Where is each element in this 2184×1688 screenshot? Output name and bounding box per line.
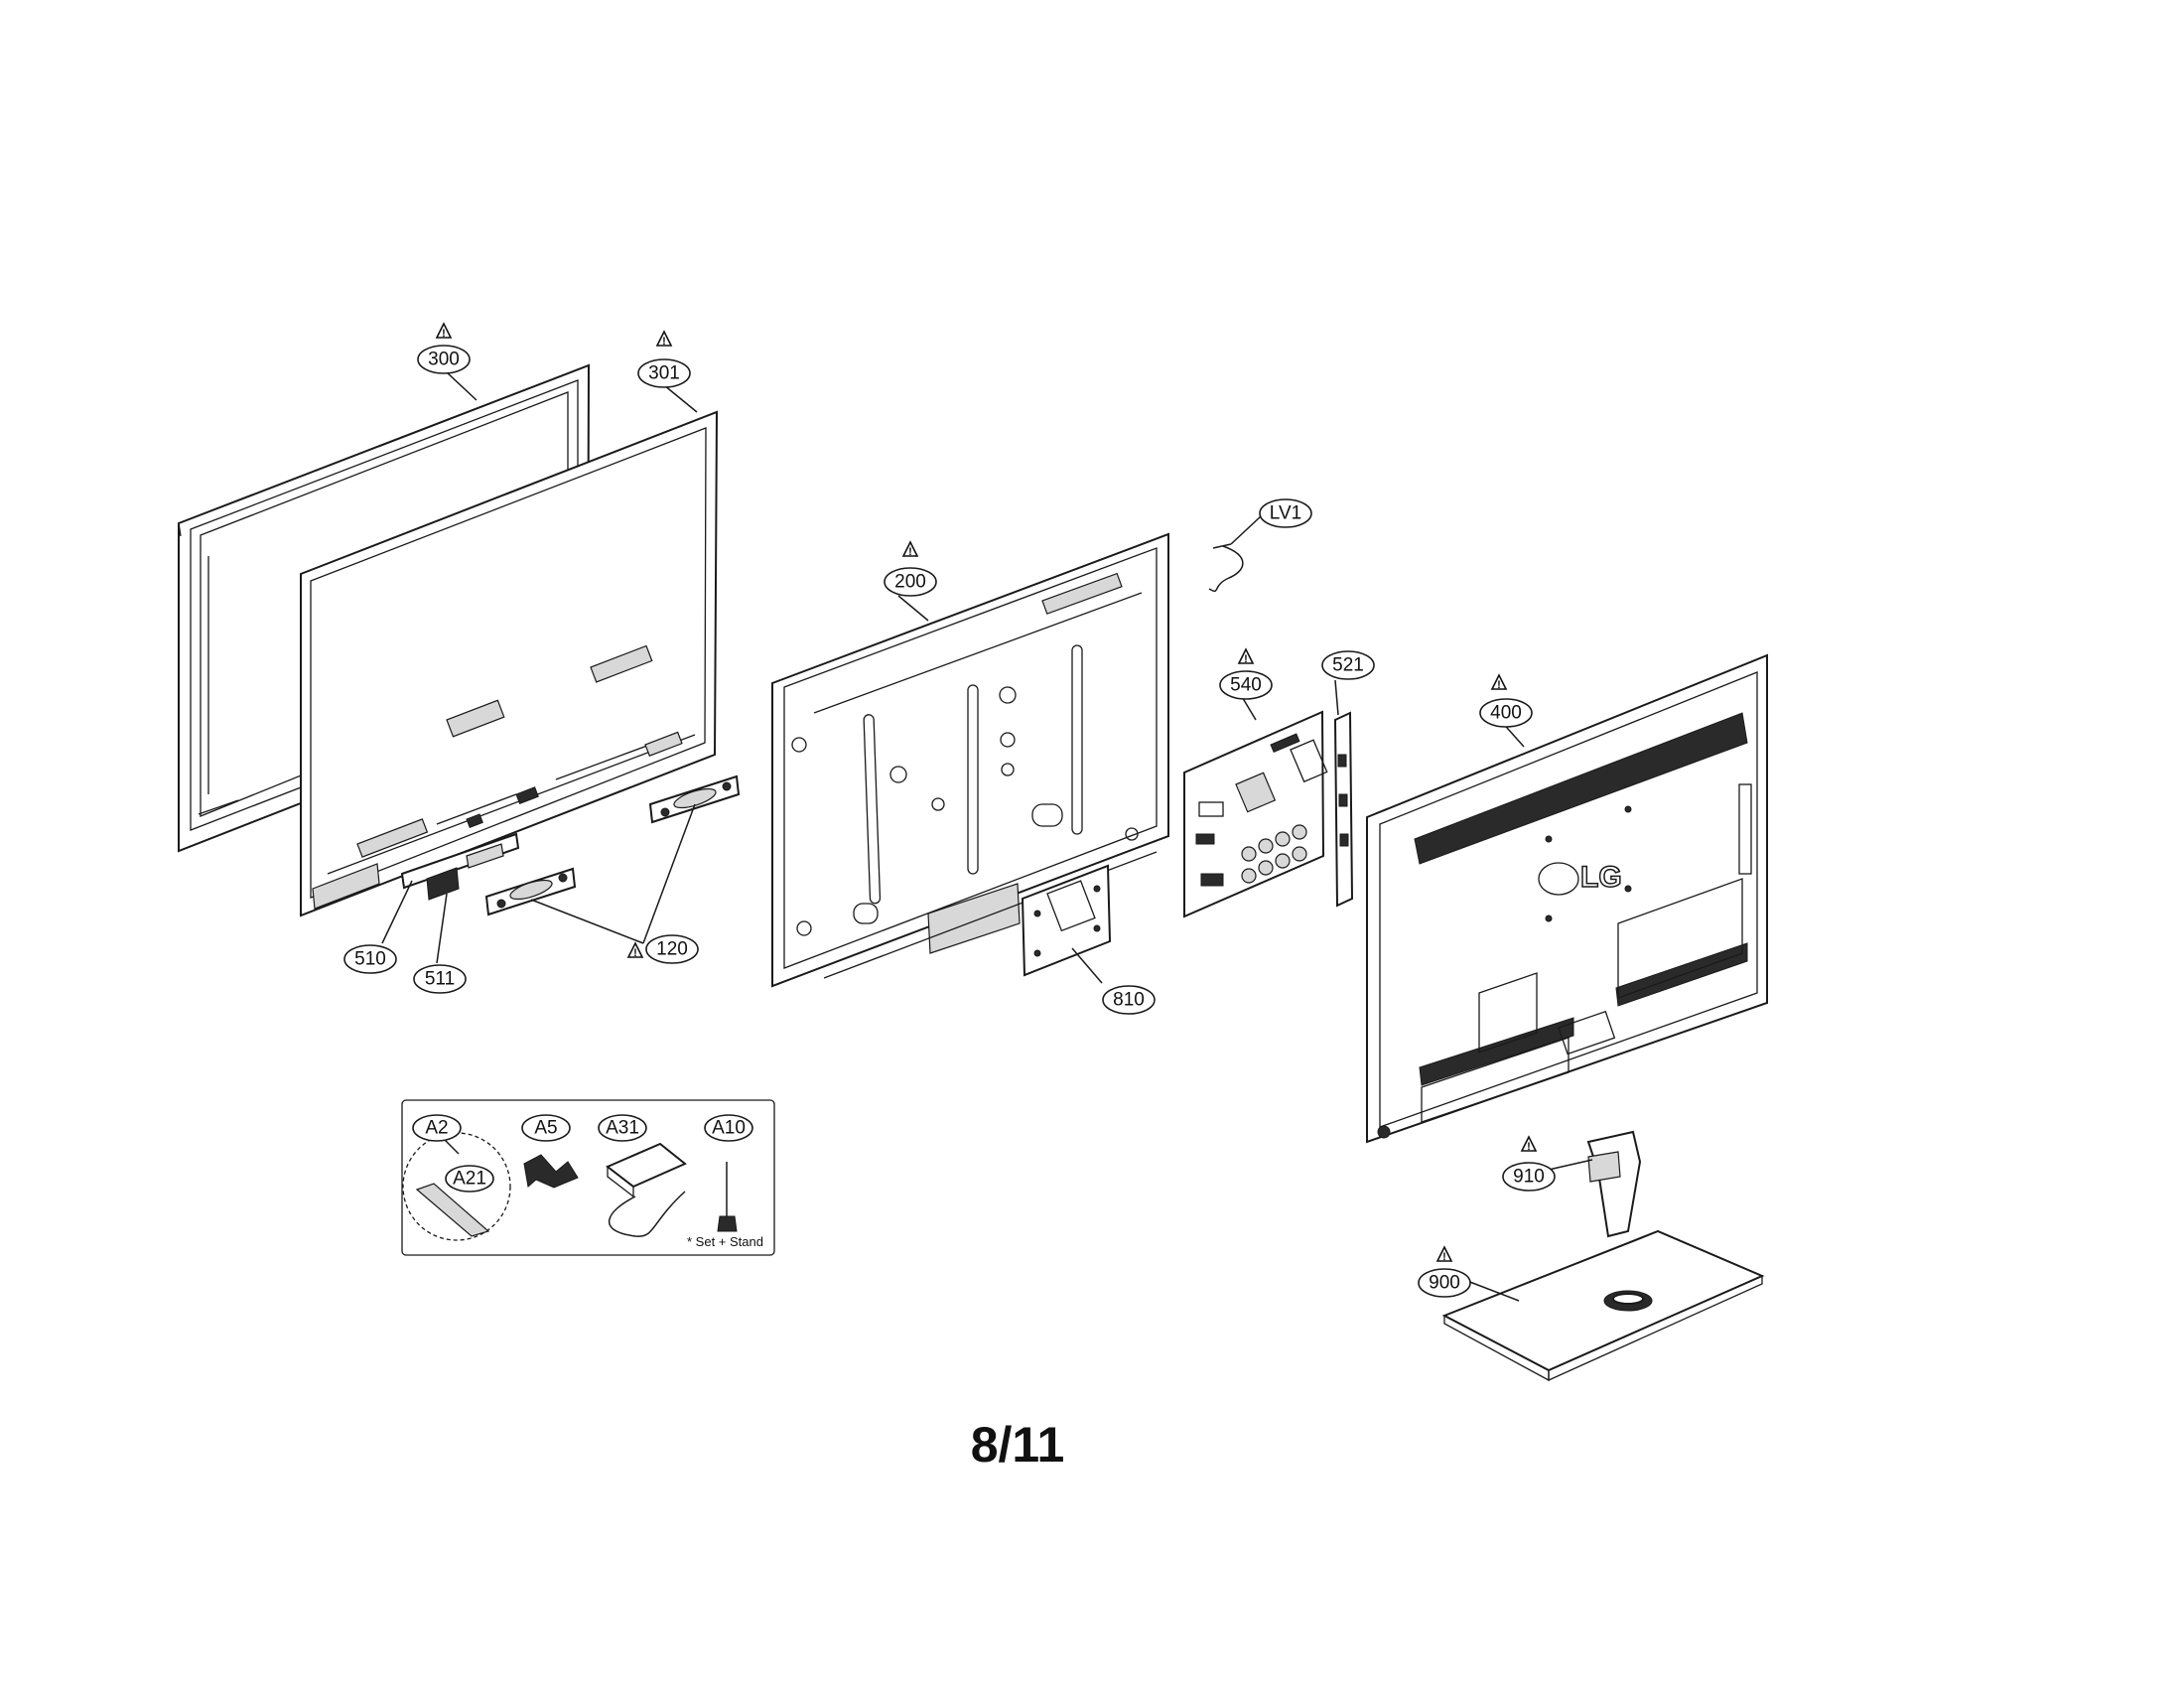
callout-810: 810 (1102, 985, 1156, 1015)
accessories-note: * Set + Stand (687, 1234, 763, 1249)
svg-text:301: 301 (648, 363, 680, 384)
svg-text:!: ! (1244, 653, 1248, 665)
svg-text:510: 510 (354, 949, 386, 970)
svg-text:910: 910 (1513, 1167, 1545, 1188)
svg-text:521: 521 (1332, 655, 1364, 676)
svg-text:!: ! (633, 947, 637, 959)
callout-510: 510 (343, 944, 397, 974)
svg-text:300: 300 (428, 350, 460, 370)
stand-base-part-900 (1441, 1229, 1765, 1382)
warning-triangle-icon: ! ! ! ! ! ! ! ! (435, 322, 1538, 1263)
callout-a31: A31 (598, 1114, 647, 1142)
svg-text:120: 120 (656, 939, 688, 960)
callout-540: 540 (1219, 670, 1273, 700)
lvds-cable-part-lv1 (1208, 543, 1244, 593)
callout-120: 120 (645, 934, 699, 964)
svg-text:A5: A5 (534, 1118, 557, 1139)
svg-text:200: 200 (894, 572, 926, 593)
side-board-part-521 (1333, 711, 1354, 908)
ir-board-part-510-511 (400, 832, 520, 901)
leader-lines (381, 371, 1593, 1302)
back-cover-part-400: LG (1366, 653, 1768, 1144)
svg-text:LV1: LV1 (1270, 503, 1301, 524)
callout-400: 400 (1479, 698, 1533, 728)
speaker-part-120 (484, 774, 741, 916)
callout-511: 511 (413, 964, 467, 994)
svg-text:900: 900 (1429, 1273, 1460, 1294)
page-number: 8/11 (971, 1417, 1065, 1473)
svg-text:511: 511 (425, 969, 455, 990)
accessories-box: * Set + Stand (401, 1099, 775, 1256)
callout-a10: A10 (704, 1114, 753, 1142)
stand-neck-part-910 (1586, 1130, 1642, 1238)
callout-301: 301 (637, 358, 691, 388)
svg-text:!: ! (908, 546, 912, 558)
svg-text:!: ! (1497, 679, 1501, 691)
svg-text:A21: A21 (453, 1169, 486, 1190)
svg-text:A10: A10 (712, 1118, 746, 1139)
callout-900: 900 (1418, 1268, 1471, 1298)
svg-text:!: ! (662, 336, 666, 348)
svg-text:400: 400 (1490, 703, 1522, 724)
svg-text:!: ! (1442, 1251, 1446, 1263)
callout-lv1: LV1 (1259, 498, 1312, 528)
callout-a2: A2 (412, 1114, 462, 1142)
inner-frame-part-301 (300, 410, 719, 917)
callout-200: 200 (884, 567, 937, 597)
callout-300: 300 (417, 345, 471, 374)
lcd-module-part-200 (771, 532, 1169, 988)
callout-521: 521 (1321, 650, 1375, 680)
svg-text:A2: A2 (425, 1118, 448, 1139)
wall-mount-bracket-part-810 (1021, 864, 1112, 977)
callout-a5: A5 (521, 1114, 571, 1142)
svg-text:A31: A31 (606, 1118, 639, 1139)
svg-text:!: ! (1527, 1141, 1531, 1153)
svg-text:810: 810 (1113, 990, 1145, 1011)
svg-text:540: 540 (1230, 675, 1262, 696)
callout-a21: A21 (445, 1165, 494, 1193)
main-board-part-540 (1183, 710, 1328, 918)
logo-text: LG (1580, 861, 1622, 894)
callout-910: 910 (1502, 1162, 1556, 1192)
svg-text:!: ! (442, 328, 446, 340)
